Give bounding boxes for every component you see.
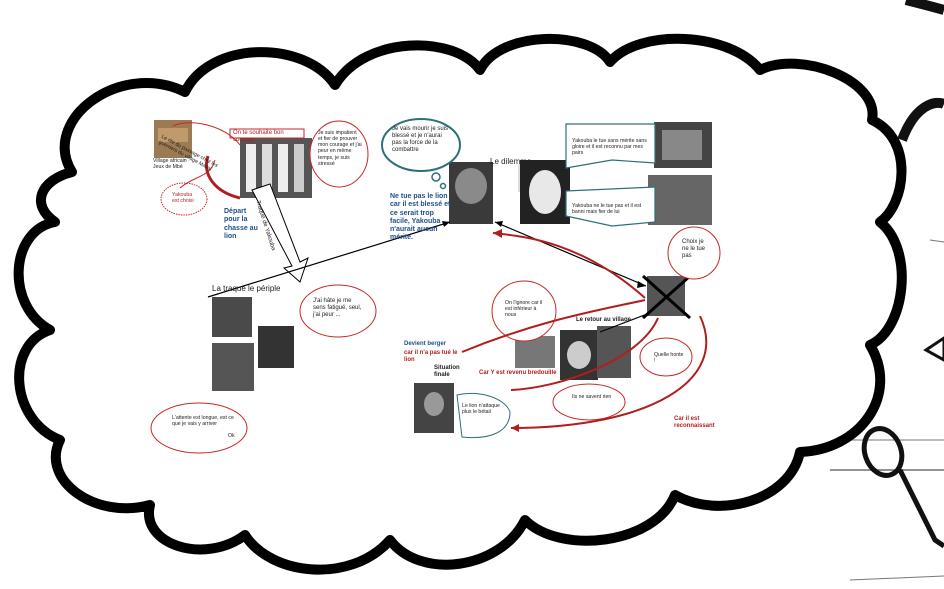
- cloud-outline: [13, 33, 907, 575]
- ne-tue-pas-label: Ne tue pas le lion car il est blessé et …: [390, 193, 452, 243]
- ok-label: Ok: [228, 433, 235, 439]
- hate-bubble: J'ai hâte je me sens fatigué, seul, j'ai…: [313, 298, 362, 319]
- dilemme-label: Le dilemme: [490, 157, 532, 166]
- choix-bubble: Choix je ne le tue pas: [682, 239, 706, 260]
- return-photo-3: [597, 326, 631, 378]
- berger-heading: Devient berger: [404, 341, 447, 347]
- hunt-photo-3: [212, 343, 254, 391]
- hunt-photo-2: [258, 326, 294, 368]
- ne-tue-pas-text: Ne tue pas le lion car il est blessé et …: [390, 193, 451, 242]
- dilemme-option-a: Yakouba le tue sans mérite sans gloire e…: [572, 138, 647, 157]
- dilemme-option-b: Yakouba ne le tue pas et il est banni ma…: [572, 203, 642, 216]
- hunt-photo-1: [212, 297, 252, 337]
- courage-bubble: On te souhaite bon courage: [233, 130, 284, 144]
- attaque-bubble: Le lion n'attaque plus le bétail: [462, 403, 500, 416]
- attente-bubble: L'attente est longue, est ce que je vais…: [172, 415, 234, 428]
- mourir-bubble: Je vais mourir je suis blessé et je n'au…: [392, 126, 449, 154]
- traque-ribbon-shape: [251, 183, 309, 283]
- retour-label: Le retour au village: [576, 317, 632, 323]
- photo-caption: Village africain · Jeux de Mbé: [153, 158, 190, 171]
- savent-bubble: Ils ne savent rien: [572, 394, 612, 400]
- speech-bubbles: [150, 118, 721, 454]
- honte-bubble: Quelle honte !: [654, 352, 684, 365]
- depart-label: Départ pour la chasse au lion: [224, 208, 258, 240]
- dilemma-photo-4: [648, 175, 712, 225]
- photos: [154, 120, 712, 433]
- traque-label: La traque le périple: [212, 284, 281, 293]
- yakouba-choisi-bubble: Yakouba est choisi: [172, 192, 194, 205]
- background-fragments: [820, 0, 944, 581]
- impatient-bubble: Je suis impatient et fier de prouver mon…: [318, 130, 362, 167]
- reconnaissant-label: Car il est reconnaissant: [674, 416, 715, 430]
- ignore-bubble: On l'ignore car il est inférieur à nous: [505, 300, 543, 319]
- situation-finale-label: Situation finale: [434, 365, 460, 379]
- revenu-label: Car Y est revenu bredouille: [479, 370, 557, 376]
- berger-reason: car il n'a pas tué le lion: [404, 350, 458, 364]
- arrows: [207, 221, 708, 432]
